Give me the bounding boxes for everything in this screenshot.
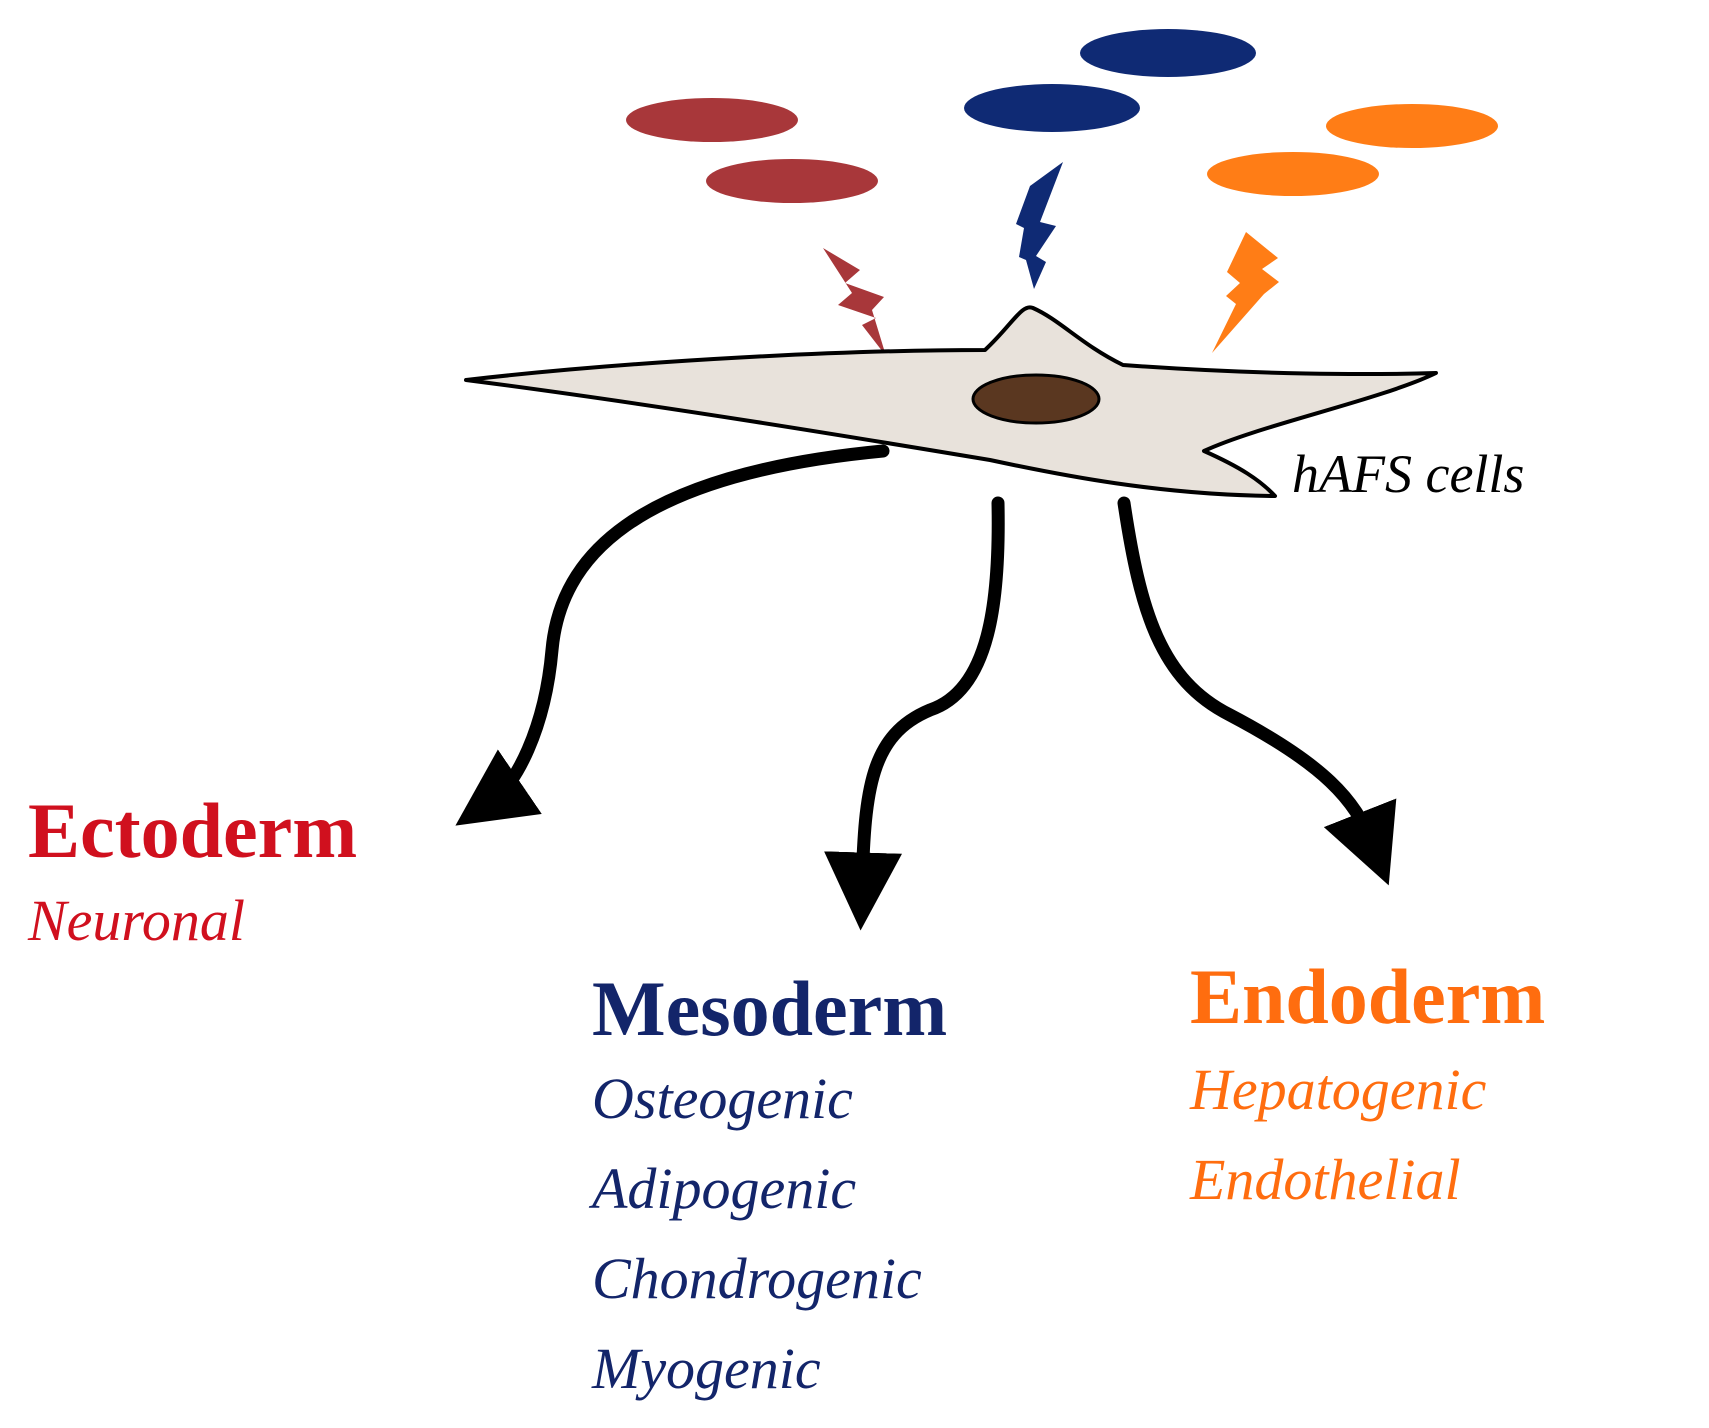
cell-label: hAFS cells (1292, 444, 1525, 504)
lightning-bolt-red-icon (823, 248, 886, 356)
ectoderm-type-neuronal: Neuronal (28, 888, 245, 953)
endoderm-title: Endoderm (1190, 953, 1546, 1040)
lightning-bolt-blue-icon (1016, 162, 1063, 289)
signal-bolts (823, 162, 1279, 356)
nucleus (971, 373, 1101, 425)
mesoderm-type-adipogenic: Adipogenic (592, 1156, 857, 1221)
mesoderm-type-chondrogenic: Chondrogenic (592, 1246, 922, 1311)
mesoderm-type-osteogenic: Osteogenic (592, 1066, 853, 1131)
arrow-to-ectoderm (455, 444, 890, 826)
ectoderm-title: Ectoderm (28, 787, 358, 874)
signal-orange-molecule-1 (1326, 104, 1498, 148)
hafs-cell (464, 305, 1438, 498)
endoderm-type-endothelial: Endothelial (1190, 1147, 1461, 1212)
arrow-to-mesoderm (824, 496, 1005, 931)
arrow-to-endoderm (1117, 496, 1397, 886)
signal-red-molecule-1 (626, 98, 798, 142)
cell-body (464, 305, 1438, 498)
mesoderm-type-myogenic: Myogenic (592, 1336, 821, 1401)
lightning-bolt-orange-icon (1212, 232, 1279, 353)
signal-red-molecule-2 (706, 159, 878, 203)
endoderm-type-hepatogenic: Hepatogenic (1190, 1057, 1487, 1122)
differentiation-arrows (455, 444, 1397, 931)
signal-blue-molecule-1 (1080, 29, 1256, 77)
signal-molecules (626, 29, 1498, 203)
mesoderm-title: Mesoderm (592, 965, 948, 1052)
signal-orange-molecule-2 (1207, 152, 1379, 196)
signal-blue-molecule-2 (964, 84, 1140, 132)
